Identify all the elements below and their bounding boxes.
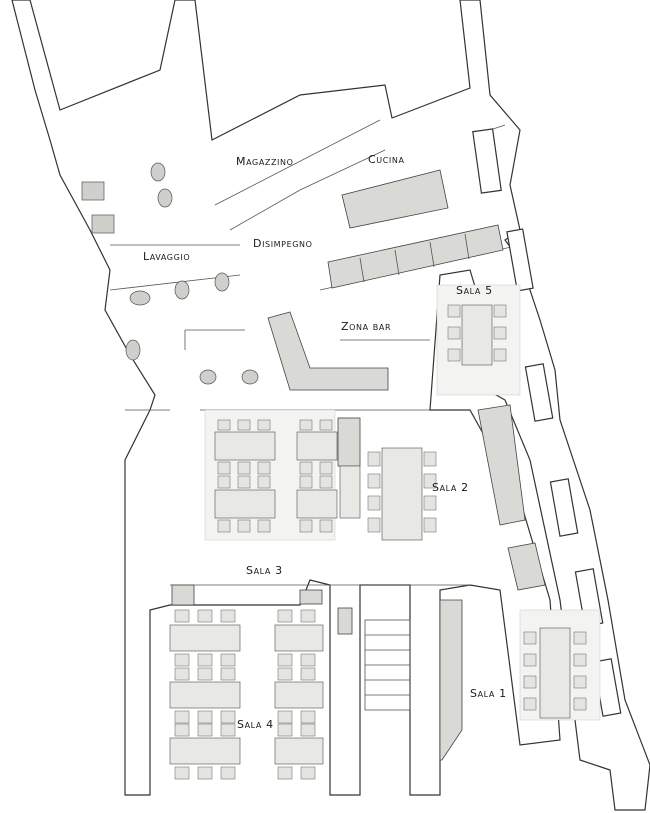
sala2-furniture (367, 447, 437, 541)
right-counter (477, 404, 546, 591)
room-label-sala2: Sala 2 (432, 481, 469, 494)
room-label-cucina: Cucina (368, 153, 405, 166)
room-label-magazzino: Magazzino (236, 155, 294, 168)
cucina-equipment (327, 169, 504, 289)
room-label-sala3: Sala 3 (246, 564, 283, 577)
sala1-furniture (439, 599, 601, 761)
sala3-furniture (204, 409, 361, 541)
room-label-lavaggio: Lavaggio (143, 250, 190, 263)
sala5-furniture (436, 284, 521, 396)
room-label-sala5: Sala 5 (456, 284, 493, 297)
facade-openings (472, 128, 622, 717)
lavaggio-fixtures (81, 162, 259, 385)
room-label-zona-bar: Zona bar (341, 320, 391, 333)
staircase (364, 619, 411, 711)
room-label-disimpegno: Disimpegno (253, 237, 313, 250)
room-label-sala1: Sala 1 (470, 687, 507, 700)
bar-counter (267, 311, 389, 391)
room-label-sala4: Sala 4 (237, 718, 274, 731)
room-labels: Magazzino Cucina Disimpegno Lavaggio Zon… (143, 153, 507, 731)
sala4-furniture (169, 584, 353, 780)
